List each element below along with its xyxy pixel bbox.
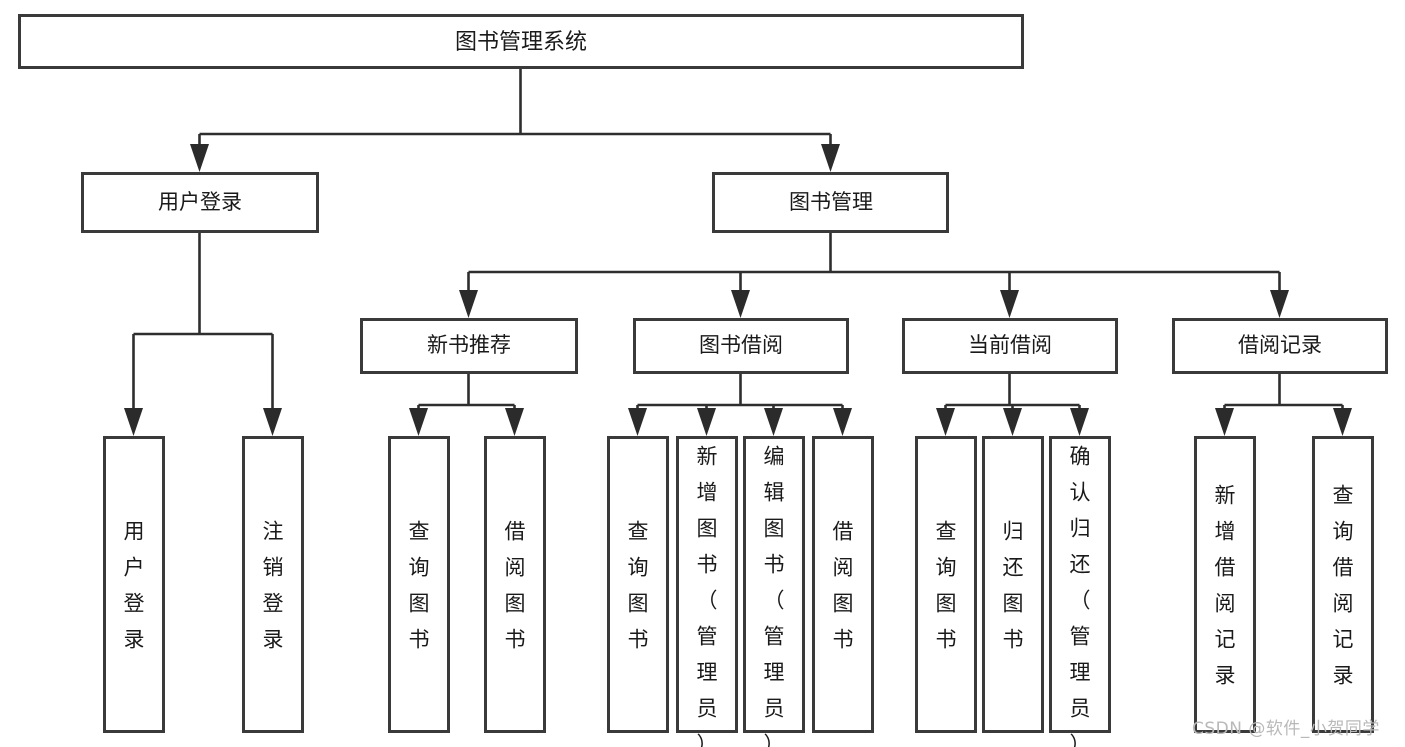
leaf-query-book-borrow-label: 查询图书	[628, 520, 649, 652]
leaf-query-book-new-label: 查询图书	[409, 520, 430, 652]
arrow-to-leaf-borrow-book	[833, 408, 852, 436]
leaf-query-book-borrow[interactable]: 查询图书	[607, 436, 669, 733]
arrow-to-leaf-user-login	[124, 408, 143, 436]
arrow-to-leaf-return-book	[1003, 408, 1022, 436]
leaf-confirm-return-admin-label: 确认归还（管理员）	[1070, 445, 1091, 747]
arrow-to-leaf-query-book-borrow	[628, 408, 647, 436]
leaf-query-book-new-box[interactable]	[388, 436, 450, 733]
arrow-to-leaf-edit-book-admin	[764, 408, 783, 436]
leaf-borrow-book-new[interactable]: 借阅图书	[484, 436, 546, 733]
node-book-borrow[interactable]: 图书借阅	[633, 318, 849, 374]
arrow-to-book-borrow	[731, 290, 750, 318]
root-box[interactable]	[18, 14, 1024, 69]
leaf-query-borrow-record-label: 查询借阅记录	[1333, 484, 1354, 688]
leaf-edit-book-admin[interactable]: 编辑图书（管理员）	[743, 436, 805, 747]
leaf-add-book-admin-label: 新增图书（管理员）	[697, 445, 718, 747]
leaf-return-book-box[interactable]	[982, 436, 1044, 733]
leaf-edit-book-admin-label: 编辑图书（管理员）	[764, 445, 785, 747]
leaf-query-book-current-box[interactable]	[915, 436, 977, 733]
arrow-to-leaf-confirm-return-admin	[1070, 408, 1089, 436]
leaf-return-book[interactable]: 归还图书	[982, 436, 1044, 733]
leaf-query-book-current[interactable]: 查询图书	[915, 436, 977, 733]
leaf-add-borrow-record-label: 新增借阅记录	[1215, 484, 1236, 688]
arrow-to-new-book-recommend	[459, 290, 478, 318]
arrow-root-to-user-login	[190, 144, 209, 172]
node-root[interactable]: 图书管理系统	[18, 14, 1024, 69]
leaf-return-book-label: 归还图书	[1003, 520, 1024, 652]
arrow-to-leaf-add-book-admin	[697, 408, 716, 436]
leaf-nodes: 用户登录 注销登录 查询图书 借阅图书 查询图书 新增图书（管理员）	[103, 436, 1374, 747]
leaf-logout-login-box[interactable]	[242, 436, 304, 733]
node-user-login[interactable]: 用户登录	[81, 172, 319, 233]
leaf-logout-login-label: 注销登录	[263, 520, 284, 652]
node-book-management[interactable]: 图书管理	[712, 172, 949, 233]
root-label: 图书管理系统	[455, 30, 587, 55]
leaf-borrow-book[interactable]: 借阅图书	[812, 436, 874, 733]
book-management-label: 图书管理	[789, 190, 873, 214]
leaf-add-borrow-record-box[interactable]	[1194, 436, 1256, 733]
leaf-add-book-admin[interactable]: 新增图书（管理员）	[676, 436, 738, 747]
user-login-box[interactable]	[81, 172, 319, 233]
leaf-confirm-return-admin[interactable]: 确认归还（管理员）	[1049, 436, 1111, 747]
csdn-watermark: CSDN @软件_小贺同学	[1192, 719, 1380, 739]
leaf-query-book-new[interactable]: 查询图书	[388, 436, 450, 733]
connectors	[124, 68, 1352, 436]
arrow-to-leaf-query-book-current	[936, 408, 955, 436]
borrow-record-box[interactable]	[1172, 318, 1388, 374]
current-borrow-box[interactable]	[902, 318, 1118, 374]
leaf-query-borrow-record-box[interactable]	[1312, 436, 1374, 733]
new-book-recommend-label: 新书推荐	[427, 333, 511, 357]
leaf-borrow-book-box[interactable]	[812, 436, 874, 733]
leaf-borrow-book-new-box[interactable]	[484, 436, 546, 733]
node-current-borrow[interactable]: 当前借阅	[902, 318, 1118, 374]
borrow-record-label: 借阅记录	[1238, 333, 1322, 357]
current-borrow-label: 当前借阅	[968, 333, 1052, 357]
book-borrow-box[interactable]	[633, 318, 849, 374]
leaf-borrow-book-new-label: 借阅图书	[505, 520, 526, 652]
leaf-confirm-return-admin-box[interactable]	[1049, 436, 1111, 733]
leaf-add-borrow-record[interactable]: 新增借阅记录	[1194, 436, 1256, 733]
arrow-to-current-borrow	[1000, 290, 1019, 318]
arrow-to-leaf-logout-login	[263, 408, 282, 436]
leaf-query-book-current-label: 查询图书	[936, 520, 957, 652]
leaf-user-login-label: 用户登录	[124, 520, 145, 652]
arrow-to-leaf-borrow-book-new	[505, 408, 524, 436]
leaf-user-login-box[interactable]	[103, 436, 165, 733]
leaf-borrow-book-label: 借阅图书	[833, 520, 854, 652]
arrow-root-to-book-management	[821, 144, 840, 172]
arrow-to-borrow-record	[1270, 290, 1289, 318]
arrow-to-leaf-query-book-new	[409, 408, 428, 436]
arrow-to-leaf-query-borrow-record	[1333, 408, 1352, 436]
leaf-edit-book-admin-box[interactable]	[743, 436, 805, 733]
book-borrow-label: 图书借阅	[699, 333, 783, 357]
new-book-recommend-box[interactable]	[360, 318, 578, 374]
leaf-user-login[interactable]: 用户登录	[103, 436, 165, 733]
user-login-label: 用户登录	[158, 190, 242, 214]
leaf-logout-login[interactable]: 注销登录	[242, 436, 304, 733]
node-borrow-record[interactable]: 借阅记录	[1172, 318, 1388, 374]
node-new-book-recommend[interactable]: 新书推荐	[360, 318, 578, 374]
arrow-to-leaf-add-borrow-record	[1215, 408, 1234, 436]
leaf-query-book-borrow-box[interactable]	[607, 436, 669, 733]
leaf-query-borrow-record[interactable]: 查询借阅记录	[1312, 436, 1374, 733]
leaf-add-book-admin-box[interactable]	[676, 436, 738, 733]
book-management-box[interactable]	[712, 172, 949, 233]
